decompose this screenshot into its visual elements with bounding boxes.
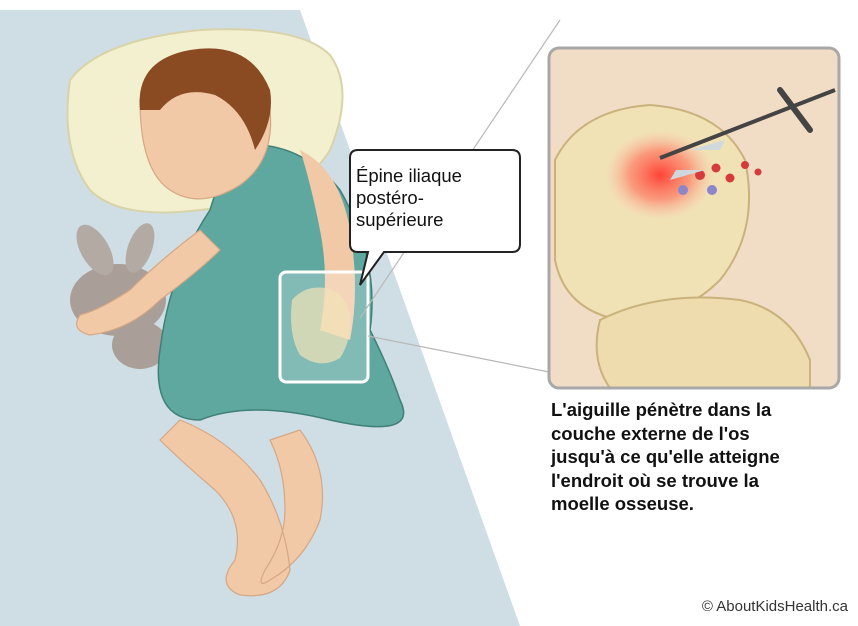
callout-line-1: Épine iliaque	[356, 165, 516, 187]
caption-line-5: moelle osseuse.	[551, 492, 851, 516]
callout-line-3: supérieure	[356, 209, 516, 231]
caption-line-1: L'aiguille pénètre dans la	[551, 398, 851, 422]
caption-line-3: jusqu'à ce qu'elle atteigne	[551, 445, 851, 469]
callout-line-2: postéro-	[356, 187, 516, 209]
zoomed-inset	[549, 48, 839, 388]
caption-line-4: l'endroit où se trouve la	[551, 469, 851, 493]
pelvis-highlight-box	[280, 272, 368, 382]
copyright-notice: © AboutKidsHealth.ca	[702, 598, 848, 615]
caption-line-2: couche externe de l'os	[551, 422, 851, 446]
callout-label: Épine iliaque postéro- supérieure	[356, 165, 516, 231]
caption: L'aiguille pénètre dans la couche extern…	[551, 398, 851, 516]
